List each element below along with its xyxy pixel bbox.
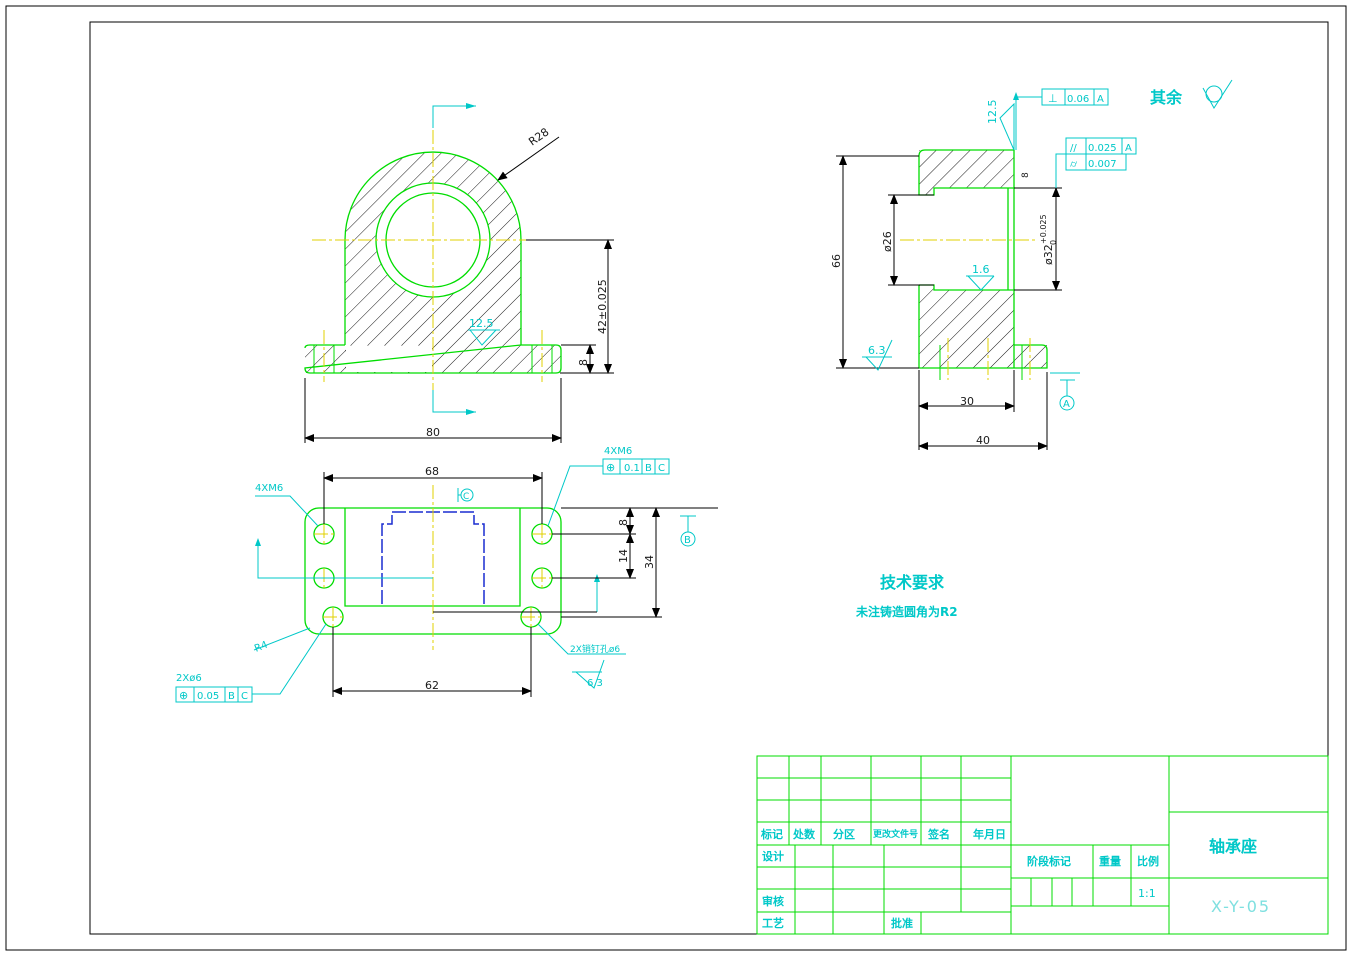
top-pin-left: 2Xø6 <box>176 673 202 684</box>
inner-border <box>89 21 1329 935</box>
top-dim-8-label: 8 <box>617 519 630 526</box>
fcf-perp-value: 0.06 <box>1067 94 1089 105</box>
tb-header-4: 签名 <box>927 827 950 841</box>
top-datum-b: B <box>684 535 691 546</box>
tb-approve: 批准 <box>891 916 913 930</box>
side-height-label: 66 <box>830 254 843 268</box>
tech-note: 未注铸造圆角为R2 <box>855 604 958 619</box>
front-view: R28 42±0.025 8 80 12.5 <box>304 103 614 443</box>
title-block: 标记 处数 分区 更改文件号 签名 年月日 设计 审核 工艺 批准 阶段标记 重… <box>756 755 1329 935</box>
tb-header-5: 年月日 <box>973 827 1006 841</box>
fcf-pos-right-value: 0.1 <box>624 463 640 474</box>
front-center-height-label: 42±0.025 <box>596 279 609 334</box>
side-datum-a: A <box>1063 399 1070 410</box>
front-roughness-label: 12.5 <box>469 317 494 330</box>
top-roughness-label: 6.3 <box>587 678 603 689</box>
tb-weight: 重量 <box>1099 854 1121 868</box>
tb-part-name: 轴承座 <box>1209 837 1257 856</box>
side-bore-tol-lower: 0 <box>1049 240 1058 245</box>
fcf-pos-left-d1: B <box>228 691 235 702</box>
side-width-30-label: 30 <box>960 395 974 408</box>
side-roughness-top: 12.5 <box>986 100 999 125</box>
tech-requirements: 技术要求 未注铸造圆角为R2 <box>855 573 958 619</box>
side-bore-small-label: ø26 <box>881 231 894 252</box>
side-bore-large-label: ø32 <box>1042 244 1055 265</box>
side-roughness-base: 6.3 <box>868 344 886 357</box>
roughness-note-label: 其余 <box>1150 88 1183 107</box>
fcf-pos-left-value: 0.05 <box>197 691 219 702</box>
fcf-parallel-value: 0.025 <box>1088 143 1117 154</box>
tb-header-1: 处数 <box>792 827 816 841</box>
side-width-40-label: 40 <box>976 434 990 447</box>
side-chamfer-label: 8 <box>1021 172 1031 178</box>
fcf-parallel-symbol: // <box>1070 143 1077 154</box>
fcf-pos-right-d1: B <box>645 463 652 474</box>
fcf-perp-datum: A <box>1097 94 1104 105</box>
tech-title: 技术要求 <box>880 573 945 592</box>
tb-review: 审核 <box>762 894 784 908</box>
tb-stage-mark: 阶段标记 <box>1027 854 1071 868</box>
outer-border <box>5 5 1347 951</box>
top-pin-right: 2X销钉孔ø6 <box>570 643 620 655</box>
tb-header-3: 更改文件号 <box>873 828 918 840</box>
fcf-perp-symbol: ⊥ <box>1048 92 1058 105</box>
tb-scale-value: 1:1 <box>1138 887 1156 900</box>
side-roughness-bore: 1.6 <box>972 263 990 276</box>
fcf-pos-left-symbol: ⊕ <box>179 689 188 702</box>
top-radius-label: R4 <box>253 640 269 655</box>
front-base-thickness-label: 8 <box>577 359 590 366</box>
tb-process: 工艺 <box>762 916 784 930</box>
top-datum-c: C <box>463 492 469 502</box>
front-width-label: 80 <box>426 426 440 439</box>
top-width-68-label: 68 <box>425 465 439 478</box>
top-threaded-right: 4XM6 <box>604 446 632 457</box>
fcf-pos-right-d2: C <box>658 463 665 474</box>
fcf-parallel-datum: A <box>1125 143 1132 154</box>
tb-drawing-number: X-Y-05 <box>1211 897 1271 916</box>
fcf-pos-right-symbol: ⊕ <box>606 461 615 474</box>
fcf-cyl-value: 0.007 <box>1088 159 1117 170</box>
side-bore-tol-upper: +0.025 <box>1039 214 1048 244</box>
roughness-note: 其余 <box>1150 79 1233 109</box>
tb-design: 设计 <box>762 849 784 863</box>
top-width-62-label: 62 <box>425 679 439 692</box>
top-dim-34-label: 34 <box>643 555 656 569</box>
top-view: 68 62 8 14 34 B C 4XM6 4XM6 <box>175 446 718 703</box>
tb-header-0: 标记 <box>760 827 783 841</box>
top-threaded-left: 4XM6 <box>255 483 283 494</box>
tb-header-2: 分区 <box>833 827 855 841</box>
side-view: 66 ø26 ø32 +0.025 0 8 30 40 A 12.5 <box>830 88 1137 450</box>
top-dim-14-label: 14 <box>617 549 630 563</box>
fcf-pos-left-d2: C <box>241 691 248 702</box>
tb-scale: 比例 <box>1137 854 1159 868</box>
fcf-cyl-symbol: ⌭ <box>1070 159 1078 170</box>
